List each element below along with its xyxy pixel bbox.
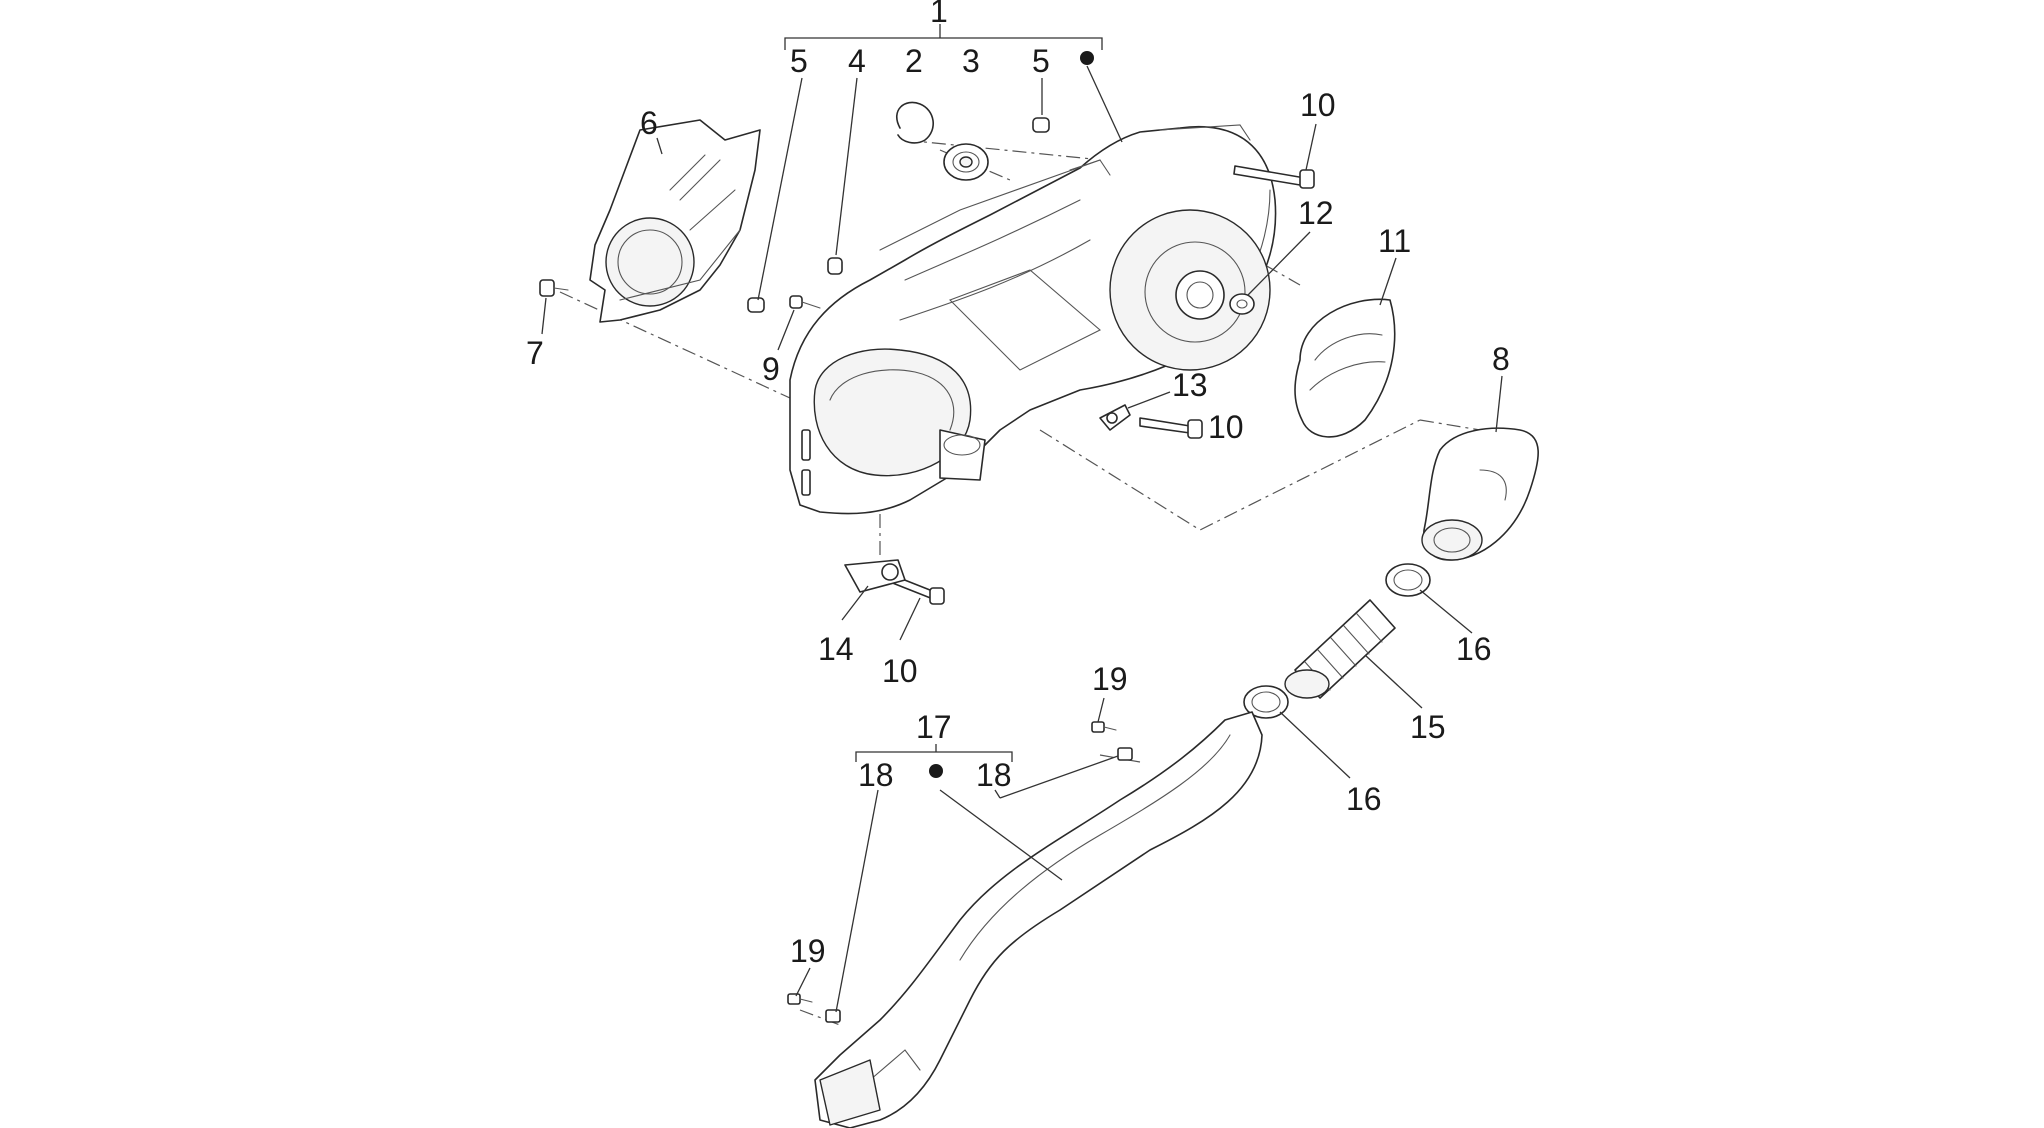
circlip-2 <box>896 101 934 144</box>
screw-19-upper <box>1091 721 1117 733</box>
filled-dot-icon <box>1080 51 1094 65</box>
clip-13 <box>1099 404 1131 431</box>
clip-nut-18-lower <box>825 1009 841 1023</box>
leader-lines <box>541 65 1503 1013</box>
assembly-bracket-1 <box>784 24 1103 50</box>
callout-8: 8 <box>1492 341 1510 377</box>
bolt-10-top <box>1233 165 1315 189</box>
dowel-4 <box>827 257 843 275</box>
bolt-10-mid <box>1139 417 1203 439</box>
washer-12 <box>1229 293 1255 315</box>
screw-9 <box>789 295 821 309</box>
crankcase-cover <box>789 124 1277 515</box>
callout-5b: 5 <box>1032 43 1050 79</box>
callout-6: 6 <box>640 105 658 141</box>
callout-19b: 19 <box>790 933 826 969</box>
callout-12: 12 <box>1298 195 1334 231</box>
callout-14: 14 <box>818 631 854 667</box>
callout-2: 2 <box>905 43 923 79</box>
cover-cap-11 <box>1294 298 1396 438</box>
callout-7: 7 <box>526 335 544 371</box>
callout-10a: 10 <box>1300 87 1336 123</box>
callout-13: 13 <box>1172 367 1208 403</box>
dowel-5b <box>1032 117 1050 133</box>
clip-nut-18-upper <box>1117 747 1133 761</box>
assembly-bracket-17 <box>855 744 1013 762</box>
filled-dot-icon <box>929 764 943 778</box>
hose-clamp-16-top <box>1385 563 1431 597</box>
callout-15: 15 <box>1410 709 1446 745</box>
callout-11: 11 <box>1378 223 1411 259</box>
callout-19a: 19 <box>1092 661 1128 697</box>
air-intake-8 <box>1421 427 1539 561</box>
callout-labels: 1 5 4 2 3 5 6 7 9 10 12 11 8 13 10 14 10… <box>526 0 1510 969</box>
callout-10b: 10 <box>1208 409 1244 445</box>
callout-18a: 18 <box>858 757 894 793</box>
gasket-plate <box>589 119 761 323</box>
bracket-14 <box>844 559 906 593</box>
callout-17: 17 <box>916 709 952 745</box>
air-duct-17 <box>814 711 1263 1128</box>
bellows-hose-15 <box>1284 599 1396 699</box>
callout-18b: 18 <box>976 757 1012 793</box>
bearing-3 <box>943 143 989 181</box>
callout-5a: 5 <box>790 43 808 79</box>
callout-16a: 16 <box>1456 631 1492 667</box>
dowel-5a <box>747 297 765 313</box>
callout-3: 3 <box>962 43 980 79</box>
callout-1: 1 <box>930 0 948 29</box>
screw-19-lower <box>787 993 813 1005</box>
callout-10c: 10 <box>882 653 918 689</box>
bolt-7 <box>539 279 569 297</box>
hose-clamp-16-bottom <box>1243 685 1289 719</box>
callout-4: 4 <box>848 43 866 79</box>
callout-16b: 16 <box>1346 781 1382 817</box>
callout-9: 9 <box>762 351 780 387</box>
